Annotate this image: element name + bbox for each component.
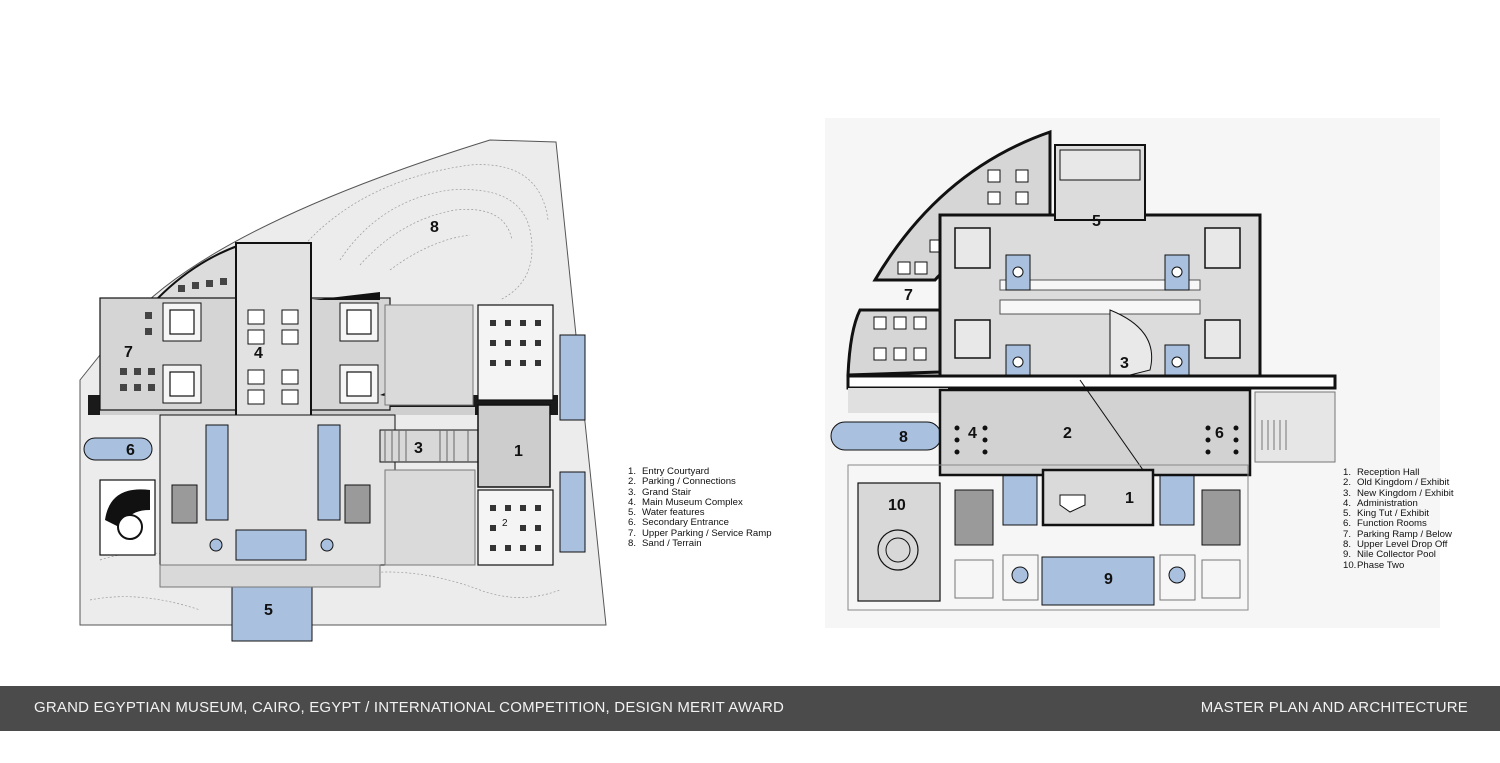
legend-item: 5.King Tut / Exhibit <box>1343 508 1429 520</box>
right-label-3: 3 <box>1120 355 1129 372</box>
left-site-plan <box>79 139 607 642</box>
legend-item: 8.Upper Level Drop Off <box>1343 539 1448 551</box>
legend-item: 10.Phase Two <box>1343 559 1405 571</box>
legend-item: 6.Function Rooms <box>1343 518 1427 530</box>
left-plan-labels: 1 2 3 4 5 6 7 8 <box>124 219 523 619</box>
right-label-4: 4 <box>968 425 977 442</box>
legend-item: 8.Sand / Terrain <box>628 538 702 550</box>
left-label-5: 5 <box>264 602 273 619</box>
legend-item: 1.Reception Hall <box>1343 467 1420 478</box>
legend-item: 4.Main Museum Complex <box>628 496 743 508</box>
legend-item: 9.Nile Collector Pool <box>1343 549 1436 561</box>
left-label-3: 3 <box>414 440 423 457</box>
right-label-1: 1 <box>1125 490 1134 507</box>
legend-item: 2.Old Kingdom / Exhibit <box>1343 477 1450 489</box>
left-plan-legend: 1.Entry Courtyard 2.Parking / Connection… <box>628 466 772 550</box>
footer-bar: GRAND EGYPTIAN MUSEUM, CAIRO, EGYPT / IN… <box>0 686 1500 731</box>
legend-item: 4.Administration <box>1343 497 1418 509</box>
right-label-9: 9 <box>1104 571 1113 588</box>
right-label-2: 2 <box>1063 425 1072 442</box>
legend-item: 3.New Kingdom / Exhibit <box>1343 487 1454 499</box>
right-label-5: 5 <box>1092 213 1101 230</box>
right-floor-plan <box>825 118 1440 628</box>
legend-item: 6.Secondary Entrance <box>628 517 729 529</box>
legend-item: 5.Water features <box>628 507 705 519</box>
legend-item: 3.Grand Stair <box>628 486 692 498</box>
left-label-1: 1 <box>514 443 523 460</box>
left-label-2: 2 <box>502 518 508 529</box>
right-label-10: 10 <box>888 497 906 514</box>
right-plan-legend: 1.Reception Hall 2.Old Kingdom / Exhibit… <box>1343 467 1454 571</box>
right-label-8: 8 <box>899 429 908 446</box>
right-label-7: 7 <box>904 287 913 304</box>
legend-item: 1.Entry Courtyard <box>628 466 710 477</box>
left-label-7: 7 <box>124 344 133 361</box>
legend-item: 2.Parking / Connections <box>628 476 736 488</box>
section-title: MASTER PLAN AND ARCHITECTURE <box>1200 699 1468 716</box>
legend-item: 7.Parking Ramp / Below <box>1343 528 1452 540</box>
left-label-4: 4 <box>254 345 263 362</box>
left-label-6: 6 <box>126 442 135 459</box>
legend-item: 7.Upper Parking / Service Ramp <box>628 527 772 539</box>
right-label-6: 6 <box>1215 425 1224 442</box>
master-plan-drawings: 1 2 3 4 5 6 7 8 <box>79 118 1440 642</box>
project-title: GRAND EGYPTIAN MUSEUM, CAIRO, EGYPT / IN… <box>34 699 785 716</box>
right-plan-labels: 1 2 3 4 5 6 7 8 9 10 <box>888 213 1224 588</box>
left-label-8: 8 <box>430 219 439 236</box>
